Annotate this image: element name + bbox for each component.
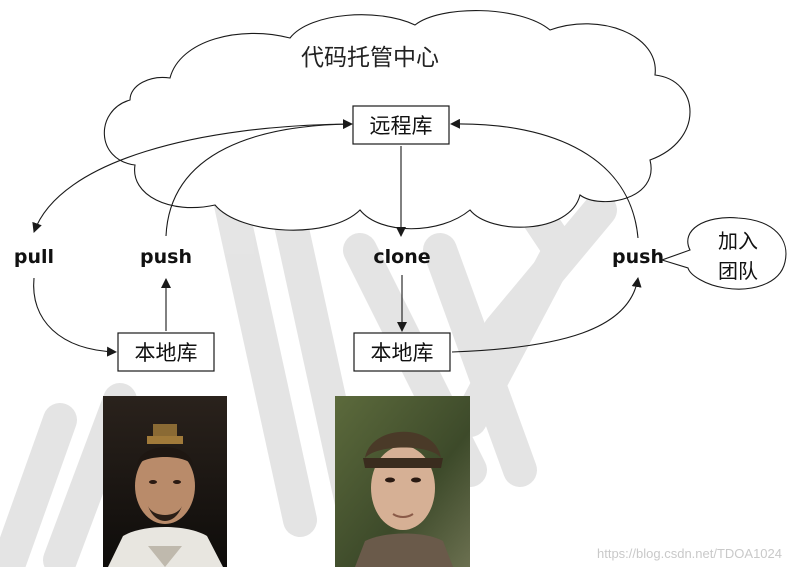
- left-person-photo: [103, 396, 227, 567]
- local-repo-right-box: [353, 332, 451, 372]
- cloud-label: 代码托管中心: [301, 45, 439, 71]
- right-person-photo: [335, 396, 470, 567]
- push-left-label: push: [140, 246, 192, 268]
- arrow-push-left-to-remote: [165, 119, 353, 237]
- arrow-push-right-to-remote: [450, 118, 639, 239]
- push-right-label: push: [612, 246, 664, 268]
- clone-label: clone: [373, 246, 430, 268]
- arrow-pull-to-local-left: [33, 277, 117, 357]
- join-team-line1: 加入: [718, 229, 758, 253]
- arrow-local-right-to-push: [451, 277, 642, 353]
- watermark-url: https://blog.csdn.net/TDOA1024: [597, 546, 782, 561]
- pull-label: pull: [14, 246, 54, 268]
- arrow-remote-to-pull: [32, 123, 353, 233]
- local-repo-left-box: [117, 332, 215, 372]
- remote-repo-label: 远程库: [370, 114, 433, 138]
- remote-repo-box: [352, 105, 450, 145]
- watermark-strokes: [0, 173, 617, 571]
- join-team-bubble: [660, 217, 787, 290]
- join-team-line2: 团队: [718, 259, 758, 283]
- local-repo-left-label: 本地库: [135, 341, 198, 365]
- local-repo-right-label: 本地库: [371, 341, 434, 365]
